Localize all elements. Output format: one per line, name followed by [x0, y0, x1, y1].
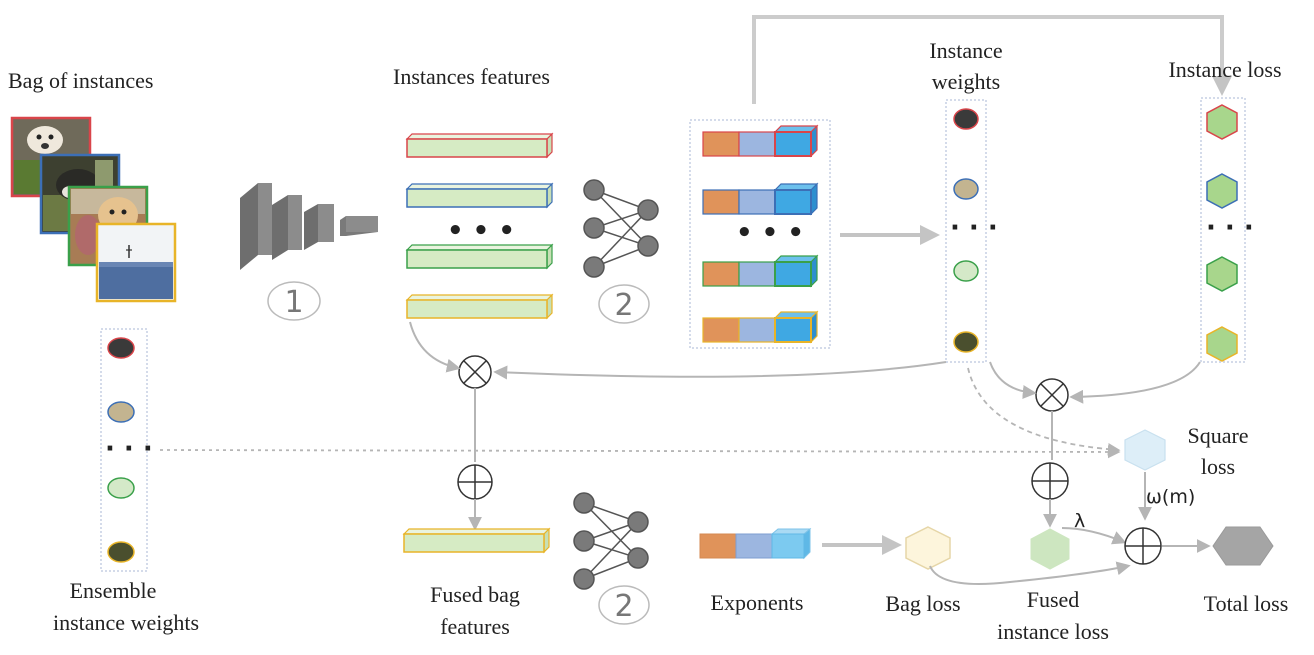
- loss-hex-red: [1206, 104, 1238, 140]
- loss-to-multiply-arrow: [1069, 361, 1201, 404]
- ensemble-label-line2: instance weights: [53, 610, 199, 635]
- instance-weights-label-line1: Instance: [929, 38, 1002, 63]
- square-loss-label-line1: Square: [1187, 423, 1248, 448]
- weights-ellipsis: · · ·: [950, 213, 998, 243]
- bag-loss-to-total-arrow: [929, 561, 1131, 585]
- fused-bag-label-line2: features: [440, 614, 510, 639]
- exponent-cube-bottom: [699, 527, 812, 560]
- ensemble-ellipsis: · · ·: [105, 434, 153, 464]
- weight-oval-red: [953, 108, 979, 130]
- instance-weights-box: [945, 99, 987, 363]
- classifier-network-top: [583, 179, 659, 278]
- weights-to-multiply-arrow: [493, 361, 947, 380]
- fused-instance-loss-hexagon: [1030, 528, 1070, 570]
- bag-loss-label: Bag loss: [885, 591, 960, 616]
- instance-weights-label-line2: weights: [932, 69, 1000, 94]
- instance-loss-box: [1200, 97, 1246, 363]
- step-1-marker: 1: [267, 281, 321, 321]
- feature-ellipsis: • • •: [447, 216, 515, 246]
- loss-ellipsis: · · ·: [1206, 213, 1254, 243]
- feature-bar-blue: [405, 182, 554, 209]
- square-loss-label-line2: loss: [1201, 454, 1235, 479]
- fused-bag-label-line1: Fused bag: [430, 582, 520, 607]
- exponent-group-box: [689, 119, 831, 349]
- sum-node-right: [1031, 462, 1069, 500]
- exponent-row-blue: [702, 182, 819, 216]
- exponents-label: Exponents: [711, 590, 804, 615]
- sea-image: [95, 222, 177, 303]
- weight-oval-blue: [953, 178, 979, 200]
- feature-bar-red: [405, 132, 554, 159]
- ensemble-oval-3: [107, 477, 135, 499]
- loss-hex-green: [1206, 256, 1238, 292]
- svg-text:1: 1: [284, 285, 303, 320]
- feature-to-multiply-arrow: [409, 321, 461, 373]
- instance-weight-ovals: · · ·: [950, 108, 998, 353]
- exponent-row-yellow: [702, 310, 819, 344]
- loss-hex-yellow: [1206, 326, 1238, 362]
- instance-loss-label: Instance loss: [1168, 57, 1281, 82]
- fused-instance-loss-label-line2: instance loss: [997, 619, 1109, 644]
- omega-label: ω(m): [1146, 486, 1195, 508]
- svg-text:2: 2: [614, 288, 633, 323]
- bag-of-instances-label: Bag of instances: [8, 68, 153, 93]
- ensemble-oval-1: [107, 337, 135, 359]
- fused-bag-feature-bar: [402, 527, 551, 554]
- multiply-node-left: [458, 355, 492, 389]
- fused-loss-to-total-arrow: [1061, 527, 1127, 545]
- feature-bar-yellow: [405, 293, 554, 320]
- exponent-row-green: [702, 254, 819, 288]
- step-2-marker-top: 2: [598, 284, 650, 324]
- bag-loss-hexagon: [905, 526, 951, 570]
- instance-loss-hexagons: · · ·: [1206, 104, 1254, 362]
- lambda-label: λ: [1074, 510, 1085, 532]
- weight-oval-green: [953, 260, 979, 282]
- ensemble-weight-ovals: · · ·: [105, 337, 153, 563]
- svg-text:2: 2: [614, 589, 633, 624]
- exponent-ellipsis: • • •: [736, 218, 804, 248]
- cnn-backbone: [240, 183, 378, 270]
- top-connector-arrow: [752, 15, 1232, 104]
- step-2-marker-bottom: 2: [598, 585, 650, 625]
- instances-features-label: Instances features: [393, 64, 550, 89]
- weights-to-multiply-right-arrow: [989, 361, 1037, 399]
- weight-oval-yellow: [953, 331, 979, 353]
- weights-to-square-loss-dashed: [967, 367, 1121, 456]
- fused-instance-loss-label-line1: Fused: [1027, 587, 1080, 612]
- sum-node-total: [1124, 527, 1162, 565]
- sum-node-left: [457, 464, 493, 500]
- loss-hex-blue: [1206, 173, 1238, 209]
- ensemble-oval-2: [107, 401, 135, 423]
- ensemble-label-line1: Ensemble: [70, 578, 157, 603]
- feature-bars: • • •: [405, 132, 554, 320]
- total-loss-label: Total loss: [1204, 591, 1289, 616]
- multiply-node-right: [1035, 378, 1069, 412]
- exponent-cubes: • • •: [702, 124, 819, 344]
- ensemble-oval-4: [107, 541, 135, 563]
- classifier-network-bottom: [573, 492, 649, 590]
- ensemble-to-square-loss-dotted: [159, 445, 1121, 459]
- total-loss-hexagon: [1212, 526, 1274, 566]
- feature-bar-green: [405, 243, 554, 270]
- image-stack: [10, 116, 177, 303]
- square-loss-hexagon: [1124, 429, 1166, 471]
- exponent-row-red: [702, 124, 819, 158]
